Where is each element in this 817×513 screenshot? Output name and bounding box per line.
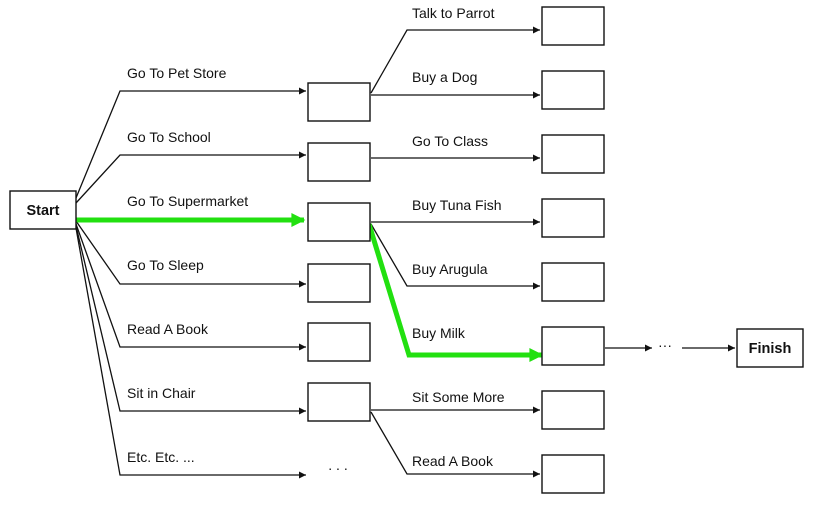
edge-talk-parrot [370,26,540,94]
edge-sit-chair [75,225,306,415]
first-level-states: . . . [307,82,371,473]
middle-ellipsis: . . . [328,457,347,473]
edge-school [75,151,306,204]
edge-etc [75,227,306,479]
start-label: Start [26,203,59,219]
second-action-labels: Talk to Parrot Buy a Dog Go To Class Buy… [412,5,505,469]
state-box-sleep [307,263,371,303]
action-label-read-book: Read A Book [127,321,209,337]
edge-pet-store [75,87,306,199]
second-level-states [541,6,605,494]
state-box-buy-arugula [541,262,605,302]
state-box-sit-chair [307,382,371,422]
state-box-read-book [307,322,371,362]
action-label-go-class: Go To Class [412,133,488,149]
edge-sleep [75,220,306,288]
state-box-talk-parrot [541,6,605,46]
action-label-talk-parrot: Talk to Parrot [412,5,495,21]
start-edges [75,87,306,479]
state-box-supermarket [307,202,371,242]
finish-box [736,328,804,368]
edge-read-book-2 [370,411,540,478]
action-label-pet-store: Go To Pet Store [127,65,227,81]
action-label-school: Go To School [127,129,211,145]
state-box-pet-store [307,82,371,122]
highlighted-plan-path [76,213,544,362]
action-label-sleep: Go To Sleep [127,257,204,273]
action-label-sit-more: Sit Some More [412,389,505,405]
action-label-buy-tuna: Buy Tuna Fish [412,197,502,213]
action-label-buy-dog: Buy a Dog [412,69,477,85]
finish-label: Finish [749,341,792,357]
second-edges [370,26,540,478]
edge-buy-arugula [370,223,540,290]
first-action-labels: Go To Pet Store Go To School Go To Super… [127,65,248,465]
action-label-supermarket: Go To Supermarket [127,193,248,209]
start-node: Start [9,190,77,230]
state-box-sit-more [541,390,605,430]
state-box-school [307,142,371,182]
finish-node: Finish [736,328,804,368]
action-label-buy-arugula: Buy Arugula [412,261,488,277]
action-label-etc: Etc. Etc. ... [127,449,195,465]
action-label-sit-chair: Sit in Chair [127,385,196,401]
state-box-buy-tuna [541,198,605,238]
edge-read-book [75,223,306,351]
highlight-supermarket-to-milk [366,223,544,362]
state-box-buy-dog [541,70,605,110]
state-box-buy-milk [541,326,605,366]
action-label-buy-milk: Buy Milk [412,325,466,341]
right-ellipsis: ··· [658,337,672,353]
state-box-read-book-2 [541,454,605,494]
start-box [9,190,77,230]
state-box-go-class [541,134,605,174]
action-label-read-book-2: Read A Book [412,453,494,469]
